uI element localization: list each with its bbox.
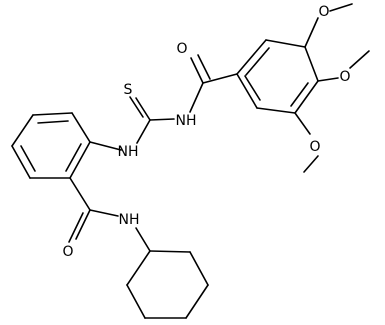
atom-label-o-methoxy-top: O	[318, 4, 329, 20]
bond	[349, 50, 370, 69]
bond	[65, 143, 82, 172]
bond	[89, 209, 119, 217]
bond	[71, 112, 91, 143]
bond	[135, 227, 151, 252]
bond	[329, 3, 353, 12]
bond	[190, 57, 204, 84]
bond	[304, 46, 319, 82]
bond	[303, 155, 319, 173]
bond	[69, 141, 91, 179]
atom-label-o-methoxy-mid: O	[339, 69, 350, 85]
bond	[75, 209, 91, 240]
atom-label-o-methoxy-bottom: O	[309, 139, 320, 155]
bond	[189, 82, 204, 113]
bonds	[11, 3, 370, 319]
atom-label-s-thio: S	[124, 82, 133, 98]
bond	[256, 107, 296, 114]
bond	[20, 145, 36, 172]
bond	[304, 17, 319, 48]
bond	[245, 47, 270, 76]
atom-label-o-amide-bottom: O	[62, 244, 73, 260]
bond	[129, 96, 144, 118]
atom-label-o-amide-top: O	[176, 41, 187, 57]
bond	[136, 119, 151, 144]
bond	[149, 250, 191, 253]
bond	[294, 80, 319, 114]
bond	[197, 54, 211, 80]
bond	[265, 39, 306, 48]
atom-label-nh-right: NH	[176, 113, 197, 129]
bond	[11, 114, 34, 147]
bond	[236, 39, 267, 75]
bond	[244, 75, 261, 101]
bond	[89, 141, 122, 151]
atom-labels: O O O O S NH NH O NH	[62, 4, 350, 260]
bond	[290, 82, 309, 107]
bond	[185, 284, 209, 319]
atom-label-nh-left: NH	[118, 144, 139, 160]
bond	[68, 212, 84, 243]
bond	[126, 250, 151, 286]
atom-label-nh-bottom: NH	[119, 212, 140, 228]
bond	[294, 112, 311, 135]
bond	[11, 145, 31, 179]
bond	[317, 77, 339, 82]
bond	[202, 73, 238, 84]
bond	[69, 177, 91, 211]
bond	[32, 112, 73, 116]
bond	[126, 284, 146, 319]
bond	[37, 120, 69, 124]
bond	[189, 251, 209, 286]
bond	[135, 97, 151, 121]
bond	[149, 118, 175, 121]
bond	[236, 73, 258, 109]
